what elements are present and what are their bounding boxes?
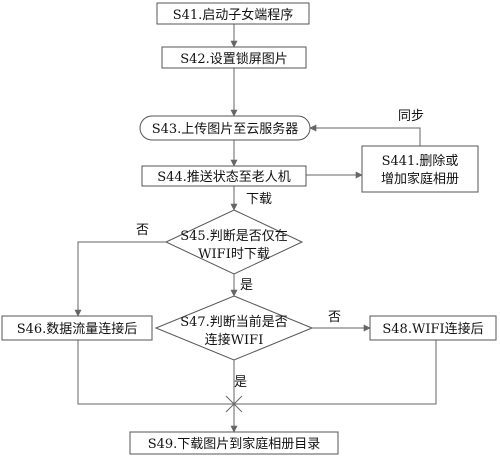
node-s47-label-line1: S47.判断当前是否 xyxy=(180,314,288,330)
node-s47: S47.判断当前是否 连接WIFI xyxy=(154,295,314,361)
node-s441-label-line2: 增加家庭相册 xyxy=(381,171,459,187)
node-s46-box xyxy=(1,315,153,341)
edge-label-yes-middle: 是 xyxy=(240,278,253,293)
node-s47-label-line2: 连接WIFI xyxy=(205,332,264,348)
node-s46-label: S46.数据流量连接后 xyxy=(17,321,138,337)
node-s41: S41.启动子女端程序 xyxy=(156,2,310,25)
node-s47-diamond xyxy=(154,295,314,361)
edge-label-no-right: 否 xyxy=(328,310,341,325)
node-s42-label: S42.设置锁屏图片 xyxy=(180,51,288,67)
node-s441-label-line1: S441.删除或 xyxy=(382,154,459,169)
node-s41-label: S41.启动子女端程序 xyxy=(173,7,294,23)
node-s43-box xyxy=(139,115,311,141)
node-s42-box xyxy=(161,46,307,69)
edge-labels: 同步 下载 否 是 否 是 xyxy=(136,109,424,390)
node-s45-diamond xyxy=(164,209,304,275)
node-s49-label: S49.下载图片到家庭相册目录 xyxy=(148,436,321,452)
edge-label-yes-bottom: 是 xyxy=(234,375,247,390)
edge-s48-merge xyxy=(234,340,437,405)
node-s441: S441.删除或 增加家庭相册 xyxy=(361,145,479,193)
node-s44-box xyxy=(141,165,307,187)
edge-s441-s43 xyxy=(309,124,421,146)
node-s44-label: S44.推送状态至老人机 xyxy=(157,170,291,185)
node-s41-box xyxy=(156,2,310,25)
edge-label-download: 下载 xyxy=(246,192,272,207)
node-s44: S44.推送状态至老人机 xyxy=(141,165,307,187)
node-s48: S48.WIFI连接后 xyxy=(369,315,497,341)
node-s45-label-line2: WIFI时下载 xyxy=(198,247,270,262)
node-s45: S45.判断是否仅在 WIFI时下载 xyxy=(164,209,304,275)
node-s49: S49.下载图片到家庭相册目录 xyxy=(129,431,339,455)
node-s46: S46.数据流量连接后 xyxy=(1,315,153,341)
node-s48-label: S48.WIFI连接后 xyxy=(382,321,483,337)
node-s42: S42.设置锁屏图片 xyxy=(161,46,307,69)
node-s45-label-line1: S45.判断是否仅在 xyxy=(180,229,288,244)
edge-s46-merge xyxy=(77,340,234,405)
node-s48-box xyxy=(369,315,497,341)
crossing-mark-b xyxy=(225,395,243,413)
connectors xyxy=(74,24,437,433)
edge-label-sync: 同步 xyxy=(398,109,424,124)
node-s43-label: S43.上传图片至云服务器 xyxy=(152,121,299,137)
node-s49-box xyxy=(129,431,339,455)
edge-label-no-left: 否 xyxy=(136,223,149,238)
node-s441-box xyxy=(361,145,479,193)
node-s43: S43.上传图片至云服务器 xyxy=(139,115,311,141)
edge-s45-s46 xyxy=(74,241,166,317)
